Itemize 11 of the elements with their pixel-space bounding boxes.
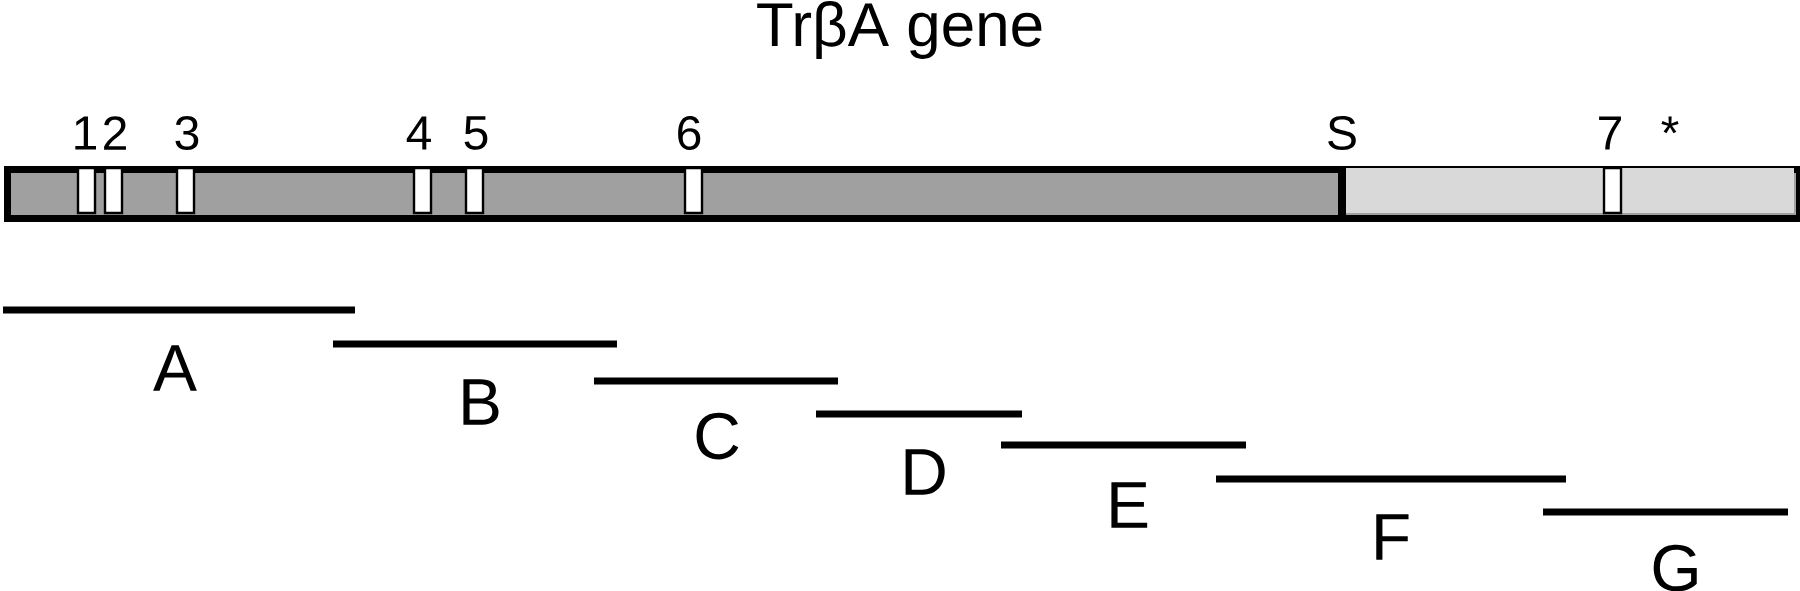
site-label: * — [1661, 116, 1679, 134]
site-label: 1 — [75, 116, 96, 150]
site-label: S — [1328, 116, 1356, 150]
site-label: 5 — [464, 116, 488, 150]
title: TrβA gene — [757, 1, 1042, 59]
site-label: 3 — [175, 116, 199, 150]
site-label: 7 — [1599, 116, 1621, 150]
gene-bar — [4, 166, 1800, 222]
site-label: 2 — [104, 116, 126, 150]
site-label: 6 — [678, 116, 701, 150]
site-label: 4 — [406, 116, 431, 150]
